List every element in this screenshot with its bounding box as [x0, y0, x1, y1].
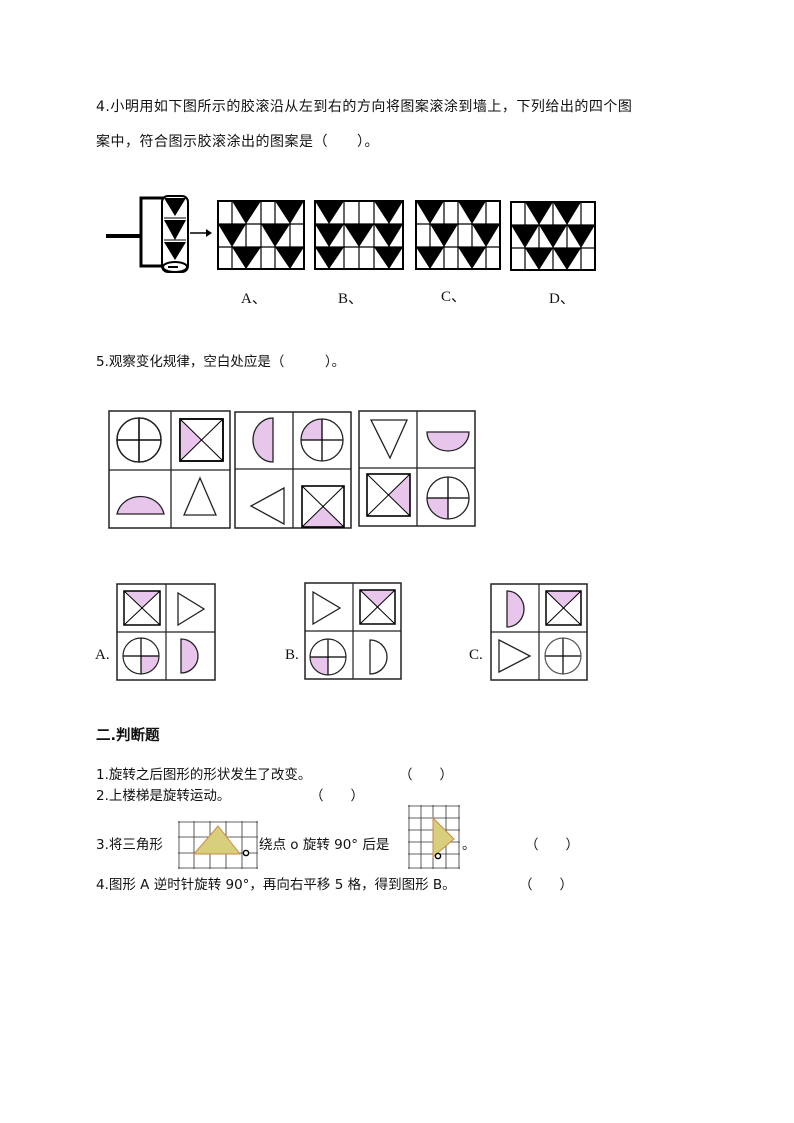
judge-item-4-text: 4.图形 A 逆时针旋转 90°，再向右平移 5 格，得到图形 B。	[96, 877, 456, 893]
q4-option-c-label: C、	[441, 289, 467, 305]
arrow-right-icon	[190, 228, 212, 238]
judge-item-1-answer-blank[interactable]: （ ）	[399, 767, 453, 783]
q4-option-a-pattern[interactable]	[217, 200, 305, 270]
judge-item-1-text: 1.旋转之后图形的形状发生了改变。	[96, 767, 312, 783]
q5-option-c-label: C.	[469, 647, 483, 663]
q4-option-d-pattern[interactable]	[510, 201, 596, 271]
q4-option-b-label: B、	[338, 291, 364, 307]
q5-option-a-figure[interactable]	[116, 583, 216, 681]
judge-item-2-answer-blank[interactable]: （ ）	[310, 788, 364, 804]
tape-roller-figure	[104, 192, 216, 276]
q4-option-a-label: A、	[241, 291, 267, 307]
judge-item-3-text-middle: 绕点 o 旋转 90° 后是	[259, 837, 390, 853]
q4-text-line2: 案中，符合图示胶滚涂出的图案是（ ）。	[96, 134, 379, 150]
judge-item-3-text-after: 。	[462, 837, 476, 853]
q4-option-d-label: D、	[549, 291, 575, 307]
q5-option-b-label: B.	[285, 647, 299, 663]
q4-option-c-pattern[interactable]	[415, 200, 501, 270]
q4-text-line1: 4.小明用如下图所示的胶滚沿从左到右的方向将图案滚涂到墙上，下列给出的四个图	[96, 99, 633, 115]
triangle-grid-before	[178, 821, 258, 869]
triangle-grid-after	[408, 805, 460, 869]
judge-item-3-answer-blank[interactable]: （ ）	[525, 837, 579, 853]
section2-heading: 二.判断题	[96, 728, 160, 744]
q4-option-b-pattern[interactable]	[314, 200, 404, 270]
judge-item-4-answer-blank[interactable]: （ ）	[519, 877, 573, 893]
q5-option-b-figure[interactable]	[304, 582, 402, 680]
q5-sequence-figure	[108, 408, 492, 534]
judge-item-3-text-before: 3.将三角形	[96, 837, 163, 853]
q5-text: 5.观察变化规律，空白处应是（ ）。	[96, 354, 346, 370]
judge-item-2-text: 2.上楼梯是旋转运动。	[96, 788, 231, 804]
q5-option-a-label: A.	[95, 647, 110, 663]
q5-option-c-figure[interactable]	[490, 583, 588, 681]
